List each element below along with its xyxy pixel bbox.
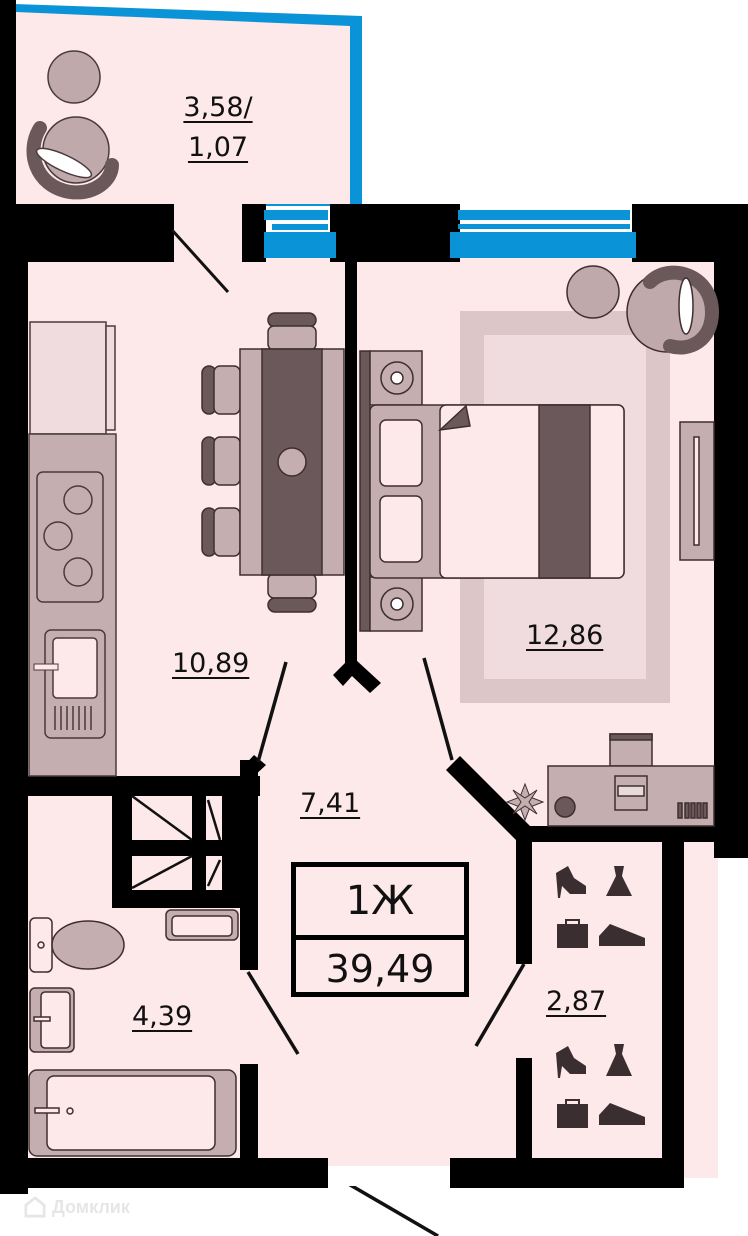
walls bbox=[0, 204, 748, 1194]
kitchen-area-label: 10,89 bbox=[172, 648, 250, 679]
balcony-area-total: 3,58/ bbox=[183, 92, 253, 123]
domclick-logo-icon bbox=[24, 1196, 46, 1218]
total-area: 39,49 bbox=[325, 946, 435, 991]
kitchen-counter bbox=[28, 321, 117, 777]
heel-shoe-icon bbox=[556, 1046, 586, 1078]
desk-icon bbox=[547, 733, 715, 827]
stove-icon bbox=[43, 485, 93, 587]
dress-icon bbox=[606, 1044, 632, 1076]
watermark-text: Домклик bbox=[52, 1196, 130, 1217]
balcony-area-label: 3,58/ 1,07 bbox=[183, 88, 252, 168]
hallway-area-label: 7,41 bbox=[300, 788, 361, 819]
balcony bbox=[0, 0, 362, 210]
apartment-type: 1Ж bbox=[296, 867, 464, 940]
storage-hatch bbox=[131, 794, 222, 890]
bedroom-area-label: 12,86 bbox=[526, 620, 604, 651]
tv-icon bbox=[679, 421, 715, 561]
sneaker-icon bbox=[599, 1103, 645, 1125]
double-bed-icon bbox=[359, 350, 625, 632]
wardrobe-area-label: 2,87 bbox=[546, 986, 607, 1017]
wardrobe-icons bbox=[556, 866, 645, 1128]
dress-icon bbox=[606, 866, 632, 896]
bathroom-fixtures bbox=[28, 909, 239, 1157]
plant-icon bbox=[505, 782, 545, 822]
heel-shoe-icon bbox=[556, 866, 586, 898]
bathroom-area-label: 4,39 bbox=[132, 1001, 193, 1032]
window-bedroom bbox=[450, 210, 636, 258]
window-kitchen bbox=[264, 210, 336, 258]
watermark: Домклик bbox=[24, 1196, 130, 1218]
balcony-area-reduced: 1,07 bbox=[187, 132, 249, 163]
sneaker-icon bbox=[599, 924, 645, 946]
briefcase-icon bbox=[557, 1099, 588, 1128]
armchair-icon bbox=[566, 265, 720, 355]
briefcase-icon bbox=[557, 919, 588, 948]
apartment-summary-box: 1Ж 39,49 bbox=[291, 862, 469, 997]
dining-table-icon bbox=[201, 312, 345, 613]
